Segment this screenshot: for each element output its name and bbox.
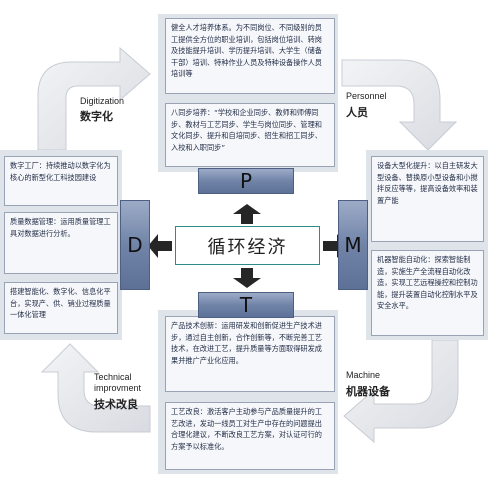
machine-upsizing-box: 设备大型化提升：以自主研发大型设备、替换原小型设备和小搅拌反应等等，提高设备效率… xyxy=(371,156,484,242)
circular-economy-center: 循环经济 xyxy=(175,226,320,265)
arrow-digitization-to-personnel xyxy=(37,46,151,151)
m-bar: M xyxy=(338,200,368,290)
t-bar: T xyxy=(198,292,294,318)
label-machine-en: Machine xyxy=(346,370,381,380)
digitization-factory-box: 数字工厂：持续推动以数字化为核心的新型化工科技园建设 xyxy=(4,156,118,206)
label-digitization-en: Digitization xyxy=(80,96,125,106)
technical-process-box: 工艺改良：激活客户主动参与产品质量提升的工艺改进，发动一线员工对生产中存在的问题… xyxy=(165,402,335,470)
arrow-technical-to-digitization xyxy=(40,343,151,433)
label-machine-zh: 机器设备 xyxy=(346,385,390,398)
d-bar: D xyxy=(120,200,150,290)
machine-automation-box: 机器智能自动化：探索智能制造，实施生产全流程自动化改造，实现工艺远程操控和控制功… xyxy=(371,250,484,336)
label-personnel-zh: 人员 xyxy=(346,106,368,119)
p-bar: P xyxy=(198,168,294,194)
arrow-up-to-p xyxy=(233,204,261,224)
label-technical-en-1: Technical xyxy=(94,372,132,382)
personnel-training-box: 健全人才培养体系。为不同岗位、不同级别的员工提供全方位的职业培训，包括岗位培训、… xyxy=(165,18,335,94)
personnel-sync-box: 八同步培养：“学校和企业同步、教师和师傅同步、教材与工艺同步、学生与岗位同步、管… xyxy=(165,103,335,167)
label-personnel-en: Personnel xyxy=(346,91,387,101)
label-technical-zh: 技术改良 xyxy=(94,398,138,411)
arrow-down-to-t xyxy=(233,268,261,288)
digitization-platform-box: 搭建智能化、数字化、信息化平台，实现产、供、销业过程质量一体化管理 xyxy=(4,282,118,334)
technical-innovation-box: 产品技术创新：运用研发和创新促进生产技术进步，通过自主创新，合作创新等，不断完善… xyxy=(165,316,335,392)
digitization-quality-box: 质量数据管理：运用质量管理工具对数据进行分析。 xyxy=(4,212,118,274)
arrow-machine-to-technical xyxy=(343,339,459,444)
label-technical-en-2: improvment xyxy=(94,383,142,393)
arrow-left-to-d xyxy=(148,234,172,258)
label-digitization-zh: 数字化 xyxy=(80,110,113,123)
